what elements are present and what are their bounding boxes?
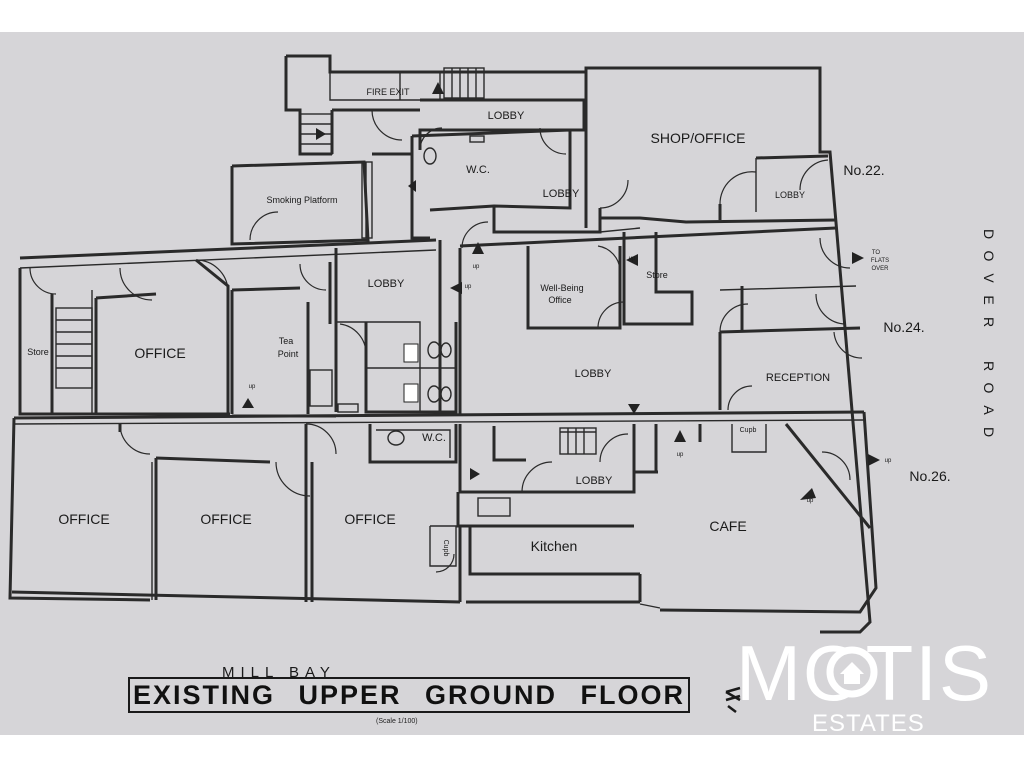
- label-up-4: up: [677, 452, 684, 458]
- label-up-2: up: [465, 284, 472, 290]
- dover-road-label: D O V E R R O A D: [981, 229, 997, 437]
- sanitary-fixtures: [309, 135, 511, 517]
- label-up-1: up: [473, 264, 480, 270]
- logo-subtitle: ESTATES: [812, 710, 925, 737]
- dover-road-letter: R: [981, 317, 997, 327]
- dover-road-letter: D: [981, 229, 997, 239]
- label-cafe: CAFE: [709, 518, 746, 534]
- label-lobby-top: LOBBY: [488, 110, 525, 122]
- label-lobby-mid: LOBBY: [543, 188, 580, 200]
- address-no26: No.26.: [909, 468, 950, 484]
- plan-title: EXISTING UPPER GROUND FLOOR: [128, 677, 690, 713]
- staircases: [55, 67, 597, 455]
- label-wc-bottom: W.C.: [422, 432, 446, 444]
- door-swings: [29, 109, 863, 573]
- dover-road-letter: E: [981, 295, 997, 304]
- mill-bay-label: MILL BAY: [222, 664, 336, 681]
- label-office-2: OFFICE: [200, 511, 251, 527]
- label-tea-point-1: Tea: [279, 336, 294, 346]
- label-store-mid: Store: [646, 270, 668, 280]
- label-lobby-left: LOBBY: [368, 278, 405, 290]
- label-to-flats-2: FLATS: [871, 258, 889, 264]
- address-no22: No.22.: [843, 162, 884, 178]
- label-up-5: up: [885, 458, 892, 464]
- label-to-flats-1: TO: [872, 250, 881, 256]
- motis-estates-logo: MOTIS ESTATES: [730, 634, 1020, 738]
- north-arrow-icon: [725, 686, 741, 713]
- label-up-7: up: [629, 256, 636, 262]
- label-fire-exit: FIRE EXIT: [366, 87, 410, 97]
- dover-road-letter: A: [981, 405, 997, 415]
- dover-road-letter: O: [981, 383, 997, 394]
- label-to-flats-3: OVER: [871, 266, 889, 272]
- address-no24: No.24.: [883, 319, 924, 335]
- label-reception: RECEPTION: [766, 372, 830, 384]
- dover-road-letter: V: [981, 273, 997, 283]
- floor-plan-area: FIRE EXIT LOBBY SHOP/OFFICE W.C. LOBBY L…: [0, 32, 1024, 735]
- label-kitchen: Kitchen: [531, 538, 578, 554]
- label-store-left: Store: [27, 347, 49, 357]
- dover-road-letter: D: [981, 427, 997, 437]
- room-labels: FIRE EXIT LOBBY SHOP/OFFICE W.C. LOBBY L…: [27, 87, 892, 556]
- label-lobby-center: LOBBY: [575, 368, 612, 380]
- label-cupb-left: Cupb: [442, 540, 449, 557]
- label-lobby-bottom: LOBBY: [576, 475, 613, 487]
- label-wc-top: W.C.: [466, 164, 490, 176]
- label-office-3: OFFICE: [344, 511, 395, 527]
- label-up-6: up: [807, 498, 814, 504]
- label-lobby-no22: LOBBY: [775, 190, 805, 200]
- direction-arrows: [242, 82, 880, 500]
- label-smoking-platform: Smoking Platform: [266, 195, 337, 205]
- label-wellbeing-line1: Well-Being: [540, 283, 583, 293]
- label-shop-office: SHOP/OFFICE: [651, 130, 746, 146]
- label-up-3: up: [249, 384, 256, 390]
- floor-plan-drawing: FIRE EXIT LOBBY SHOP/OFFICE W.C. LOBBY L…: [8, 54, 997, 634]
- dover-road-letter: O: [981, 251, 997, 262]
- label-wellbeing-line2: Office: [548, 295, 571, 305]
- walls: [8, 54, 878, 634]
- label-cupb-right: Cupb: [740, 427, 757, 434]
- label-tea-point-2: Point: [278, 349, 299, 359]
- scale-note: (Scale 1/100): [376, 718, 418, 725]
- label-office-1: OFFICE: [58, 511, 109, 527]
- label-office-left: OFFICE: [134, 345, 185, 361]
- dover-road-letter: R: [981, 361, 997, 371]
- address-labels: No.22. No.24. No.26.: [843, 162, 950, 484]
- house-icon: [826, 646, 878, 698]
